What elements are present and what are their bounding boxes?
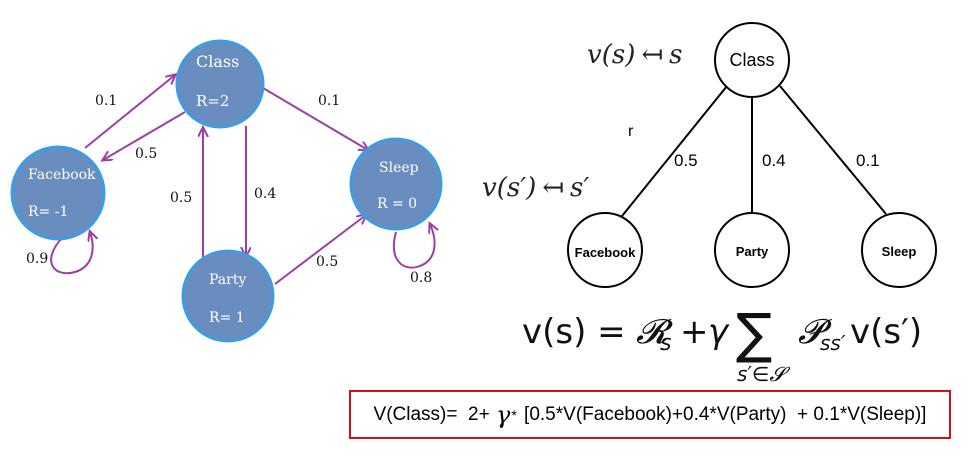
mrp-transitions xyxy=(50,75,435,285)
tree-edge-facebook xyxy=(621,85,728,217)
tree-root-node xyxy=(714,22,790,98)
annotation-vs: v(s)↤s xyxy=(587,40,682,70)
state-party-circle xyxy=(181,249,275,343)
tree-node-sleep xyxy=(861,212,937,288)
tree-node-sleep-label: Sleep xyxy=(882,244,917,259)
edge-class-to-facebook xyxy=(103,111,186,160)
label-class-to-party: 0.4 xyxy=(254,186,276,202)
annotation-vs-arg: (s) xyxy=(602,40,636,70)
worked-formula-box: V(Class)= 2+ γ * [0.5*V(Facebook)+0.4*V(… xyxy=(349,390,951,439)
state-class: Class R=2 xyxy=(175,39,265,129)
annotation-vs-prime: v(s′)↤s′ xyxy=(482,173,589,203)
state-facebook: Facebook R= -1 xyxy=(10,145,106,241)
state-sleep-name: Sleep xyxy=(379,160,419,176)
annotation-vsp-arg: (s′) xyxy=(497,173,537,203)
worked-formula-gamma: γ xyxy=(495,400,511,429)
annotation-vsp-v: v xyxy=(482,173,497,203)
state-facebook-circle xyxy=(10,145,106,241)
bellman-lhs: v(s) = xyxy=(522,312,626,352)
edge-class-to-sleep xyxy=(262,87,368,150)
bellman-plus: + xyxy=(680,312,709,352)
label-class-to-sleep: 0.1 xyxy=(318,93,340,109)
label-class-to-facebook: 0.5 xyxy=(135,146,157,162)
label-facebook-self-loop: 0.9 xyxy=(26,251,48,267)
state-class-reward: R=2 xyxy=(196,92,229,110)
state-party-reward: R= 1 xyxy=(209,310,245,326)
label-facebook-to-class: 0.1 xyxy=(95,93,117,109)
edge-facebook-to-class xyxy=(84,75,175,149)
bellman-gamma: γ xyxy=(708,312,730,352)
bellman-value: v(s′) xyxy=(850,312,922,352)
tree-node-party xyxy=(714,212,790,288)
state-sleep-reward: R = 0 xyxy=(377,196,417,212)
state-party: Party R= 1 xyxy=(181,249,275,343)
annotation-vsp-target: s′ xyxy=(570,173,589,203)
edge-party-to-sleep xyxy=(274,215,366,285)
annotation-vs-target: s xyxy=(669,40,682,70)
mrp-graph: 0.1 0.5 0.1 0.4 0.5 0.5 0.9 0.8 Class R=… xyxy=(10,39,443,343)
label-party-to-sleep: 0.5 xyxy=(316,254,338,270)
state-facebook-name: Facebook xyxy=(28,167,96,183)
state-sleep-circle xyxy=(349,137,443,231)
state-class-name: Class xyxy=(196,52,239,71)
tree-node-facebook-label: Facebook xyxy=(575,245,636,260)
tree-prob-facebook: 0.5 xyxy=(674,151,698,170)
tree-edge-sleep xyxy=(779,85,887,215)
state-sleep: Sleep R = 0 xyxy=(349,137,443,231)
tree-node-facebook xyxy=(567,212,643,288)
tree-node-party-label: Party xyxy=(736,244,769,259)
worked-formula-prefix: V(Class)= 2+ xyxy=(373,403,495,425)
backup-tree-edges xyxy=(621,85,887,217)
bellman-reward-sub: s xyxy=(660,331,671,356)
bellman-sum: ∑ xyxy=(736,302,772,365)
edge-sleep-self-loop xyxy=(393,224,435,269)
backup-tree: Class Facebook Party Sleep 0.5 0.4 0.1 r… xyxy=(482,22,937,288)
label-party-to-class: 0.5 xyxy=(170,190,192,206)
tree-root-label: Class xyxy=(729,50,774,70)
annotation-vs-v: v xyxy=(587,40,602,70)
edge-facebook-self-loop xyxy=(50,232,92,275)
tree-prob-sleep: 0.1 xyxy=(856,151,880,170)
tree-reward-label: r xyxy=(628,123,634,140)
bellman-sum-sub: s′∈𝓢 xyxy=(737,362,790,386)
label-sleep-self-loop: 0.8 xyxy=(410,270,432,286)
annotation-vsp-arrow: ↤ xyxy=(542,173,564,203)
bellman-equation: v(s) = 𝓡 s + γ ∑ s′∈𝓢 𝓟 ss′ v(s′) xyxy=(522,302,922,386)
state-facebook-reward: R= -1 xyxy=(28,204,68,220)
state-class-circle xyxy=(175,39,265,129)
worked-formula-body: [0.5*V(Facebook)+0.4*V(Party) + 0.1*V(Sl… xyxy=(518,403,927,425)
tree-prob-party: 0.4 xyxy=(762,151,786,170)
worked-formula-star: * xyxy=(511,406,517,423)
annotation-vs-arrow: ↤ xyxy=(641,40,663,70)
bellman-trans-sub: ss′ xyxy=(820,331,846,355)
state-party-name: Party xyxy=(209,272,246,288)
bellman-reward: 𝓡 xyxy=(636,312,674,352)
